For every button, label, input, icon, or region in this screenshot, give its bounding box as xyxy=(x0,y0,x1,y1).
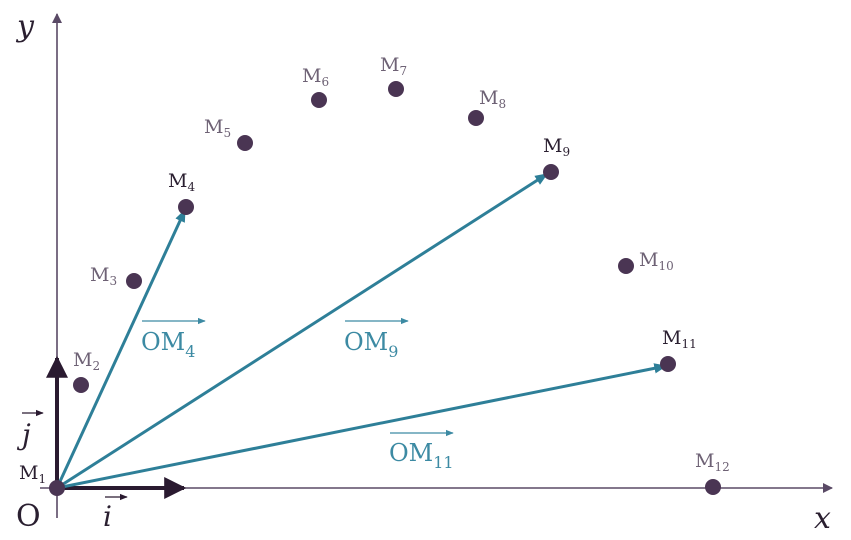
point-m4 xyxy=(178,199,194,215)
point-m1-label: M1 xyxy=(19,462,46,486)
basis-i-label-group: i xyxy=(103,493,128,533)
point-m3 xyxy=(126,273,142,289)
vector-om11-label: OM11 xyxy=(389,429,454,472)
point-m8 xyxy=(468,110,484,126)
x-axis-label: x xyxy=(814,501,831,536)
basis-j-label-group: j xyxy=(16,409,44,451)
point-m11-label: M11 xyxy=(662,327,697,351)
point-m4-label: M4 xyxy=(168,170,195,194)
point-m8-label: M8 xyxy=(479,87,506,111)
point-m9-label: M9 xyxy=(543,135,570,159)
point-m12 xyxy=(705,479,721,495)
point-m10-label: M10 xyxy=(639,249,674,273)
vector-om9-label: OM9 xyxy=(344,317,409,361)
y-axis-label: y xyxy=(15,9,35,44)
basis-i-label: i xyxy=(103,500,112,533)
point-m6 xyxy=(311,92,327,108)
vector-om9-arrow xyxy=(56,172,549,490)
vector-om4-label: OM4 xyxy=(141,317,206,361)
point-m7 xyxy=(388,81,404,97)
point-m2 xyxy=(73,377,89,393)
vector-om4-label-text: OM4 xyxy=(141,328,195,361)
point-m5-label: M5 xyxy=(204,116,231,140)
vector-om9-label-text: OM9 xyxy=(344,328,398,361)
point-m6-label: M6 xyxy=(302,65,329,89)
basis-j-label: j xyxy=(16,418,31,451)
point-m1 xyxy=(49,480,65,496)
origin-label: O xyxy=(16,499,41,534)
point-m10 xyxy=(618,258,634,274)
point-m7-label: M7 xyxy=(380,54,407,78)
point-m3-label: M3 xyxy=(90,264,117,288)
point-m9 xyxy=(543,164,559,180)
vector-om4-arrow xyxy=(55,208,187,489)
point-m11 xyxy=(660,356,676,372)
point-m12-label: M12 xyxy=(695,450,730,474)
point-m5 xyxy=(237,135,253,151)
vector-om11-arrow xyxy=(56,363,668,490)
vector-om11-label-text: OM11 xyxy=(389,439,454,472)
point-m2-label: M2 xyxy=(73,349,100,373)
